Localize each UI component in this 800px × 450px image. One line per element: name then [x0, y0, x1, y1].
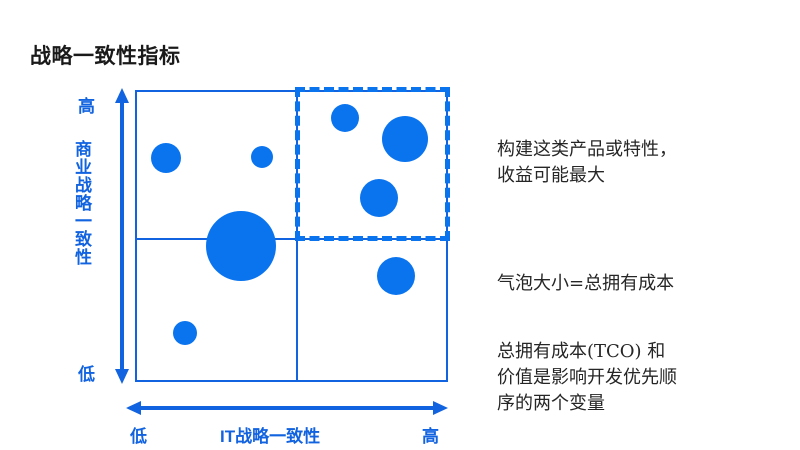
bubble-b7 [360, 179, 398, 217]
annotation-explanation-line-1: 总拥有成本(TCO) 和 [497, 341, 666, 362]
bubble-b3 [206, 211, 276, 281]
page-title: 战略一致性指标 [30, 45, 181, 68]
highlight-quadrant-box [295, 87, 450, 241]
matrix-horizontal-divider [135, 238, 448, 240]
annotation-explanation: 总拥有成本(TCO) 和 价值是影响开发优先顺 序的两个变量 [497, 339, 792, 417]
bubble-b1 [151, 143, 181, 173]
annotation-explanation-line-3: 序的两个变量 [497, 393, 605, 415]
x-axis-arrow [126, 400, 448, 416]
x-axis-low-label: 低 [130, 427, 147, 446]
annotation-benefit: 构建这类产品或特性， 收益可能最大 [497, 137, 787, 189]
y-axis-title: 商业战略一致性 [72, 140, 91, 266]
bubble-b5 [331, 104, 359, 132]
bubble-b6 [382, 116, 428, 162]
bubble-b2 [251, 146, 273, 168]
x-axis-high-label: 高 [422, 427, 439, 446]
y-axis-high-label: 高 [78, 97, 95, 116]
bubble-b8 [377, 257, 415, 295]
annotation-explanation-line-2: 价值是影响开发优先顺 [497, 367, 677, 389]
y-axis-arrow [114, 88, 130, 384]
annotation-benefit-line-2: 收益可能最大 [497, 165, 605, 187]
annotation-legend-line-1: 气泡大小=总拥有成本 [497, 273, 675, 294]
annotation-legend: 气泡大小=总拥有成本 [497, 271, 787, 297]
annotation-benefit-line-1: 构建这类产品或特性， [497, 139, 677, 160]
y-axis-low-label: 低 [78, 365, 95, 384]
bubble-b4 [173, 321, 197, 345]
x-axis-title: IT战略一致性 [220, 427, 321, 446]
strategic-alignment-matrix: 高 商业战略一致性 低 低 IT战略一致性 高 [72, 87, 450, 446]
